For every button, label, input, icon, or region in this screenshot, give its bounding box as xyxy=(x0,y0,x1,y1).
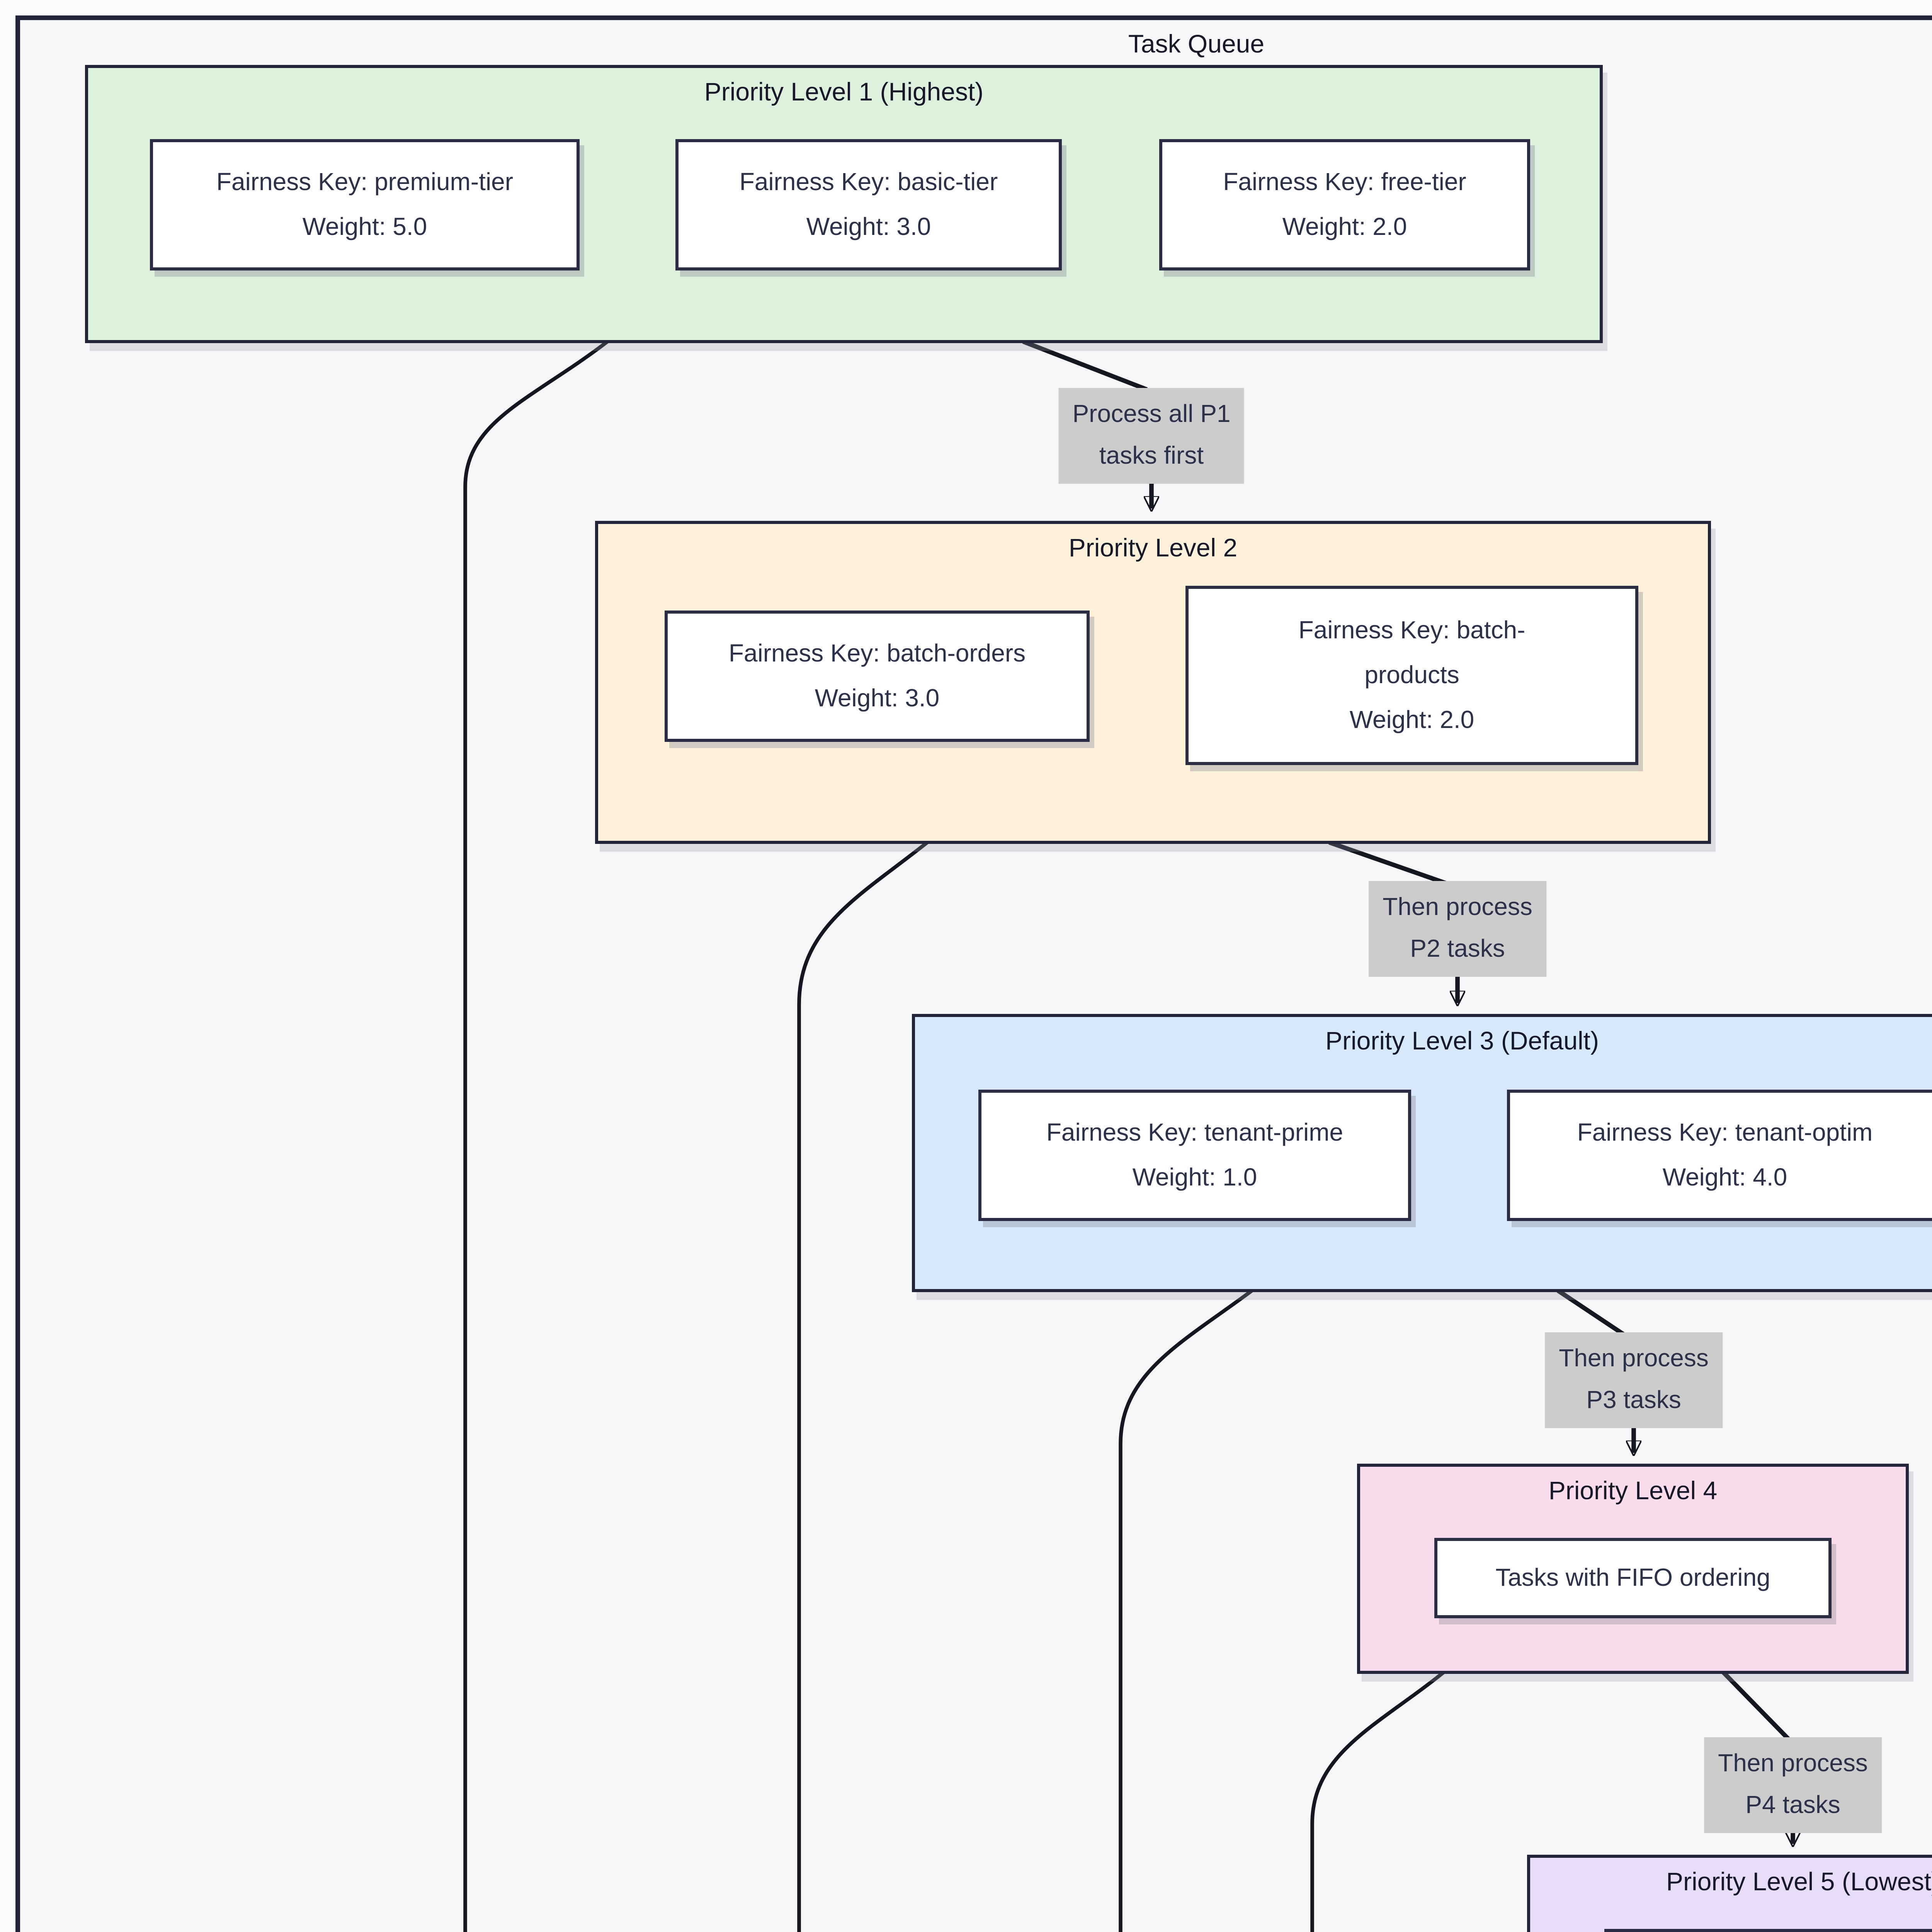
node-tenant-optim: Fairness Key: tenant-optim Weight: 4.0 xyxy=(1507,1090,1932,1221)
node-batch-orders: Fairness Key: batch-orders Weight: 3.0 xyxy=(665,611,1090,742)
node-batch-products: Fairness Key: batch- products Weight: 2.… xyxy=(1185,586,1638,765)
node-tenant-prime: Fairness Key: tenant-prime Weight: 1.0 xyxy=(978,1090,1411,1221)
node-basic-tier-weight: Weight: 3.0 xyxy=(806,214,931,240)
priority-level-1-title: Priority Level 1 (Highest) xyxy=(704,79,984,107)
node-batch-products-key-line1: Fairness Key: batch- xyxy=(1298,617,1526,644)
node-batch-orders-weight: Weight: 3.0 xyxy=(815,685,940,712)
node-free-tier-key: Fairness Key: free-tier xyxy=(1223,169,1466,196)
priority-level-2-title: Priority Level 2 xyxy=(1068,535,1238,563)
node-tenant-prime-weight: Weight: 1.0 xyxy=(1132,1165,1257,1191)
priority-level-5-container: Priority Level 5 (Lowest) xyxy=(1527,1855,1932,1932)
priority-level-3-title: Priority Level 3 (Default) xyxy=(1325,1028,1599,1056)
node-tenant-optim-key: Fairness Key: tenant-optim xyxy=(1577,1120,1873,1146)
node-free-tier-weight: Weight: 2.0 xyxy=(1282,214,1407,240)
node-premium-tier: Fairness Key: premium-tier Weight: 5.0 xyxy=(150,139,580,270)
edge-label-process-p2: Then process P2 tasks xyxy=(1369,881,1546,977)
edge-label-process-p4: Then process P4 tasks xyxy=(1704,1737,1882,1833)
node-batch-orders-key: Fairness Key: batch-orders xyxy=(728,641,1026,667)
node-tenant-optim-weight: Weight: 4.0 xyxy=(1662,1165,1787,1191)
node-free-tier: Fairness Key: free-tier Weight: 2.0 xyxy=(1159,139,1530,270)
node-p4-fifo: Tasks with FIFO ordering xyxy=(1434,1538,1832,1618)
node-batch-products-weight: Weight: 2.0 xyxy=(1349,707,1475,733)
node-basic-tier-key: Fairness Key: basic-tier xyxy=(739,169,998,196)
priority-level-5-title: Priority Level 5 (Lowest) xyxy=(1666,1869,1932,1896)
priority-level-4-title: Priority Level 4 xyxy=(1548,1478,1718,1505)
node-premium-tier-key: Fairness Key: premium-tier xyxy=(216,169,514,196)
node-p5-fifo: Tasks with FIFO ordering xyxy=(1604,1929,1932,1932)
edge-label-process-p1: Process all P1 tasks first xyxy=(1058,388,1245,484)
node-tenant-prime-key: Fairness Key: tenant-prime xyxy=(1046,1120,1344,1146)
node-premium-tier-weight: Weight: 5.0 xyxy=(302,214,427,240)
edge-label-process-p3: Then process P3 tasks xyxy=(1545,1332,1723,1428)
task-queue-title: Task Queue xyxy=(1128,31,1265,59)
node-p4-fifo-text: Tasks with FIFO ordering xyxy=(1495,1565,1770,1591)
node-basic-tier: Fairness Key: basic-tier Weight: 3.0 xyxy=(675,139,1062,270)
node-batch-products-key-line2: products xyxy=(1364,662,1459,689)
